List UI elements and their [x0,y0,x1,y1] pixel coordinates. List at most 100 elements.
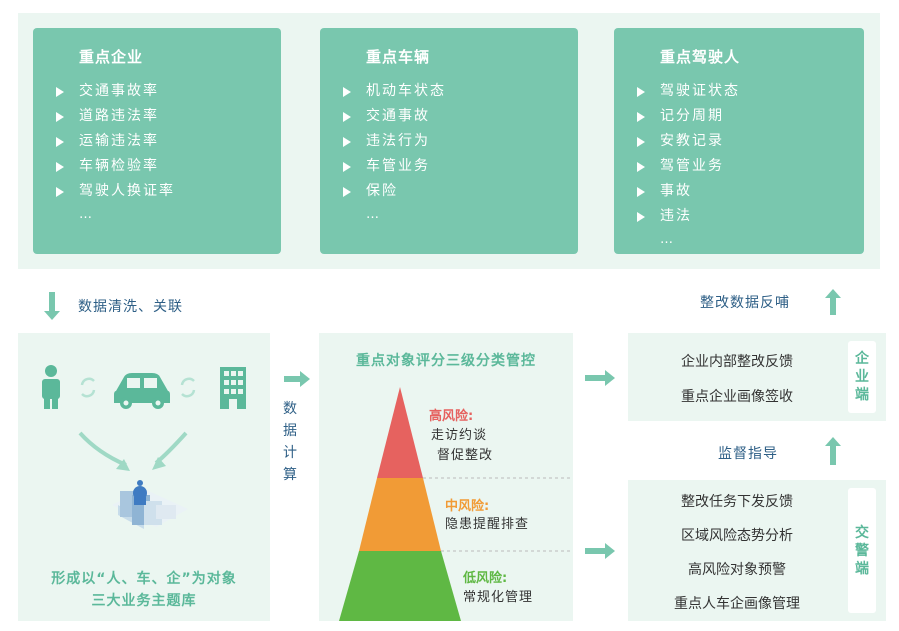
database-icon [112,480,188,529]
side-char: 企 [855,351,869,367]
caption-line: 形成以“人、车、企”为对象 [51,571,237,587]
right-arrow-icon [585,370,615,386]
card-title: 重点车辆 [366,48,431,66]
list-item-label: 保险 [366,183,398,199]
police-item: 整改任务下发反馈 [681,494,793,510]
action-line: 隐患提醒排查 [445,517,530,532]
pyramid-title: 重点对象评分三级分类管控 [356,353,536,369]
low-risk-label: 低风险: [463,571,508,586]
card-title: 重点驾驶人 [660,48,741,66]
triangle-bullet-icon [56,137,64,147]
list-item: 驾驶证状态 [637,79,864,104]
list-item-label: 安教记录 [660,133,724,149]
up-arrow-icon [825,289,841,315]
arrow-head-icon [116,459,130,471]
list-item: 记分周期 [637,104,864,129]
down-arrow-icon [44,292,60,320]
high-risk-action: 走访约谈 督促整改 [431,426,493,466]
triangle-bullet-icon [343,112,351,122]
side-char: 交 [855,524,869,541]
list-item: 驾管业务 [637,154,864,179]
list-item-label: 运输违法率 [79,133,159,149]
more-ellipsis: … [79,207,94,222]
enterprise-end-label: 企 业 端 [848,341,876,413]
card-key-driver: 重点驾驶人 驾驶证状态 记分周期 安教记录 驾管业务 事故 违法 … [614,28,864,254]
risk-pyramid [339,387,573,621]
list-item-label: 驾驶人换证率 [79,183,175,199]
card-title: 重点企业 [79,48,144,66]
caption-line: 三大业务主题库 [91,593,197,609]
building-icon [220,367,246,409]
calc-char: 计 [283,445,297,461]
list-item: 交通事故 [343,104,578,129]
list-item: 运输违法率 [56,129,281,154]
list-item: 车辆检验率 [56,154,281,179]
subject-icons-graphic [42,365,246,529]
list-item: 事故 [637,179,864,204]
list-item-label: 车辆检验率 [79,158,159,174]
police-item: 重点人车企画像管理 [674,596,800,612]
data-clean-label: 数据清洗、关联 [78,299,183,315]
cycle-icon [180,377,196,398]
triangle-bullet-icon [56,112,64,122]
list-item-label: 违法行为 [366,133,430,149]
list-item: 保险 [343,179,578,204]
calc-char: 据 [283,423,297,439]
triangle-bullet-icon [343,137,351,147]
subject-library-caption: 形成以“人、车、企”为对象 三大业务主题库 [18,568,270,612]
list-item-label: 交通事故 [366,108,430,124]
side-char: 业 [855,369,869,385]
card-key-enterprise: 重点企业 交通事故率 道路违法率 运输违法率 车辆检验率 驾驶人换证率 … [33,28,281,254]
triangle-bullet-icon [637,212,645,222]
calc-char: 算 [283,467,297,483]
data-calc-label: 数 据 计 算 [282,398,298,486]
list-item: 违法 [637,204,864,229]
up-arrow-icon [825,437,841,465]
curved-arrow-icon [78,431,188,467]
action-line: 常规化管理 [463,590,534,605]
list-item-label: 机动车状态 [366,83,446,99]
list-item-label: 违法 [660,208,692,224]
list-item: 机动车状态 [343,79,578,104]
list-item: 车管业务 [343,154,578,179]
side-char: 端 [855,560,869,577]
triangle-bullet-icon [56,187,64,197]
pyramid-high-risk [377,387,423,478]
police-item: 高风险对象预警 [688,562,786,578]
triangle-bullet-icon [343,87,351,97]
list-item: 违法行为 [343,129,578,154]
list-item-label: 道路违法率 [79,108,159,124]
high-risk-label: 高风险: [429,409,474,424]
card-key-vehicle: 重点车辆 机动车状态 交通事故 违法行为 车管业务 保险 … [320,28,578,254]
subject-library-panel: 形成以“人、车、企”为对象 三大业务主题库 [18,333,270,621]
list-item: 安教记录 [637,129,864,154]
right-arrow-icon [284,371,310,387]
more-ellipsis: … [366,207,381,222]
triangle-bullet-icon [56,162,64,172]
police-end-box: 整改任务下发反馈 区域风险态势分析 高风险对象预警 重点人车企画像管理 交 警 … [628,480,886,621]
triangle-bullet-icon [637,112,645,122]
action-line: 走访约谈 [431,428,488,443]
arrow-head-icon [152,457,166,470]
action-line: 督促整改 [437,448,494,463]
pyramid-low-risk [339,551,461,621]
person-icon [42,365,60,409]
calc-char: 数 [283,401,297,417]
triangle-bullet-icon [637,162,645,172]
mid-risk-action: 隐患提醒排查 [445,515,529,535]
police-end-label: 交 警 端 [848,488,876,613]
triangle-bullet-icon [56,87,64,97]
triangle-bullet-icon [637,87,645,97]
enterprise-item: 重点企业画像签收 [681,389,793,405]
list-item-label: 交通事故率 [79,83,159,99]
enterprise-item: 企业内部整改反馈 [681,354,793,370]
mid-risk-label: 中风险: [445,499,490,514]
risk-pyramid-panel: 重点对象评分三级分类管控 高风险: 走访约谈 督促整改 中风险: 隐患提醒排查 … [319,333,573,621]
list-item: 交通事故率 [56,79,281,104]
list-item-label: 车管业务 [366,158,430,174]
list-item-label: 事故 [660,183,692,199]
supervise-label: 监督指导 [718,446,778,462]
more-ellipsis: … [660,232,675,247]
list-item: 道路违法率 [56,104,281,129]
list-item-label: 驾驶证状态 [660,83,740,99]
